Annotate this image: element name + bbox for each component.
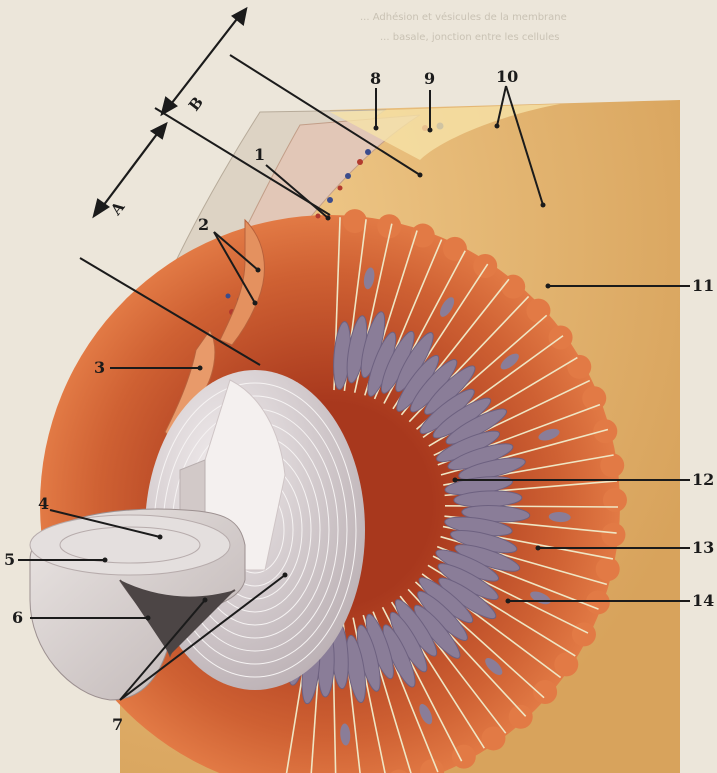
label-6: 6: [12, 608, 23, 627]
edge-scallop: [596, 557, 620, 581]
show-through-line-2: ... basale, jonction entre les cellules: [380, 32, 560, 43]
label-13: 13: [692, 538, 714, 557]
edge-scallop: [593, 419, 617, 443]
show-through-line-1: ... Adhésion et vésicules de la membrane: [360, 11, 567, 23]
edge-scallop: [473, 254, 497, 278]
edge-scallop: [601, 523, 625, 547]
label-2: 2: [198, 215, 209, 234]
label-14: 14: [692, 591, 714, 610]
edge-scallop: [343, 209, 367, 233]
edge-scallop: [509, 705, 533, 729]
label-8: 8: [370, 69, 381, 88]
label-4: 4: [38, 494, 49, 513]
label-9: 9: [424, 69, 435, 88]
edge-scallop: [526, 299, 550, 323]
edge-scallop: [481, 726, 505, 750]
edge-scallop: [411, 224, 435, 248]
label-5: 5: [4, 550, 15, 569]
label-3: 3: [94, 358, 105, 377]
label-1: 1: [254, 145, 265, 164]
edge-scallop: [603, 488, 627, 512]
arrow-label-b: B: [185, 93, 207, 114]
label-10: 10: [496, 67, 518, 86]
edge-scallop: [501, 275, 525, 299]
label-12: 12: [692, 470, 714, 489]
edge-scallop: [567, 355, 591, 379]
arrow-label-a: A: [106, 198, 128, 219]
edge-scallop: [586, 590, 610, 614]
label-7: 7: [112, 715, 123, 734]
edge-scallop: [443, 237, 467, 261]
edge-scallop: [572, 622, 596, 646]
label-11: 11: [692, 276, 714, 295]
